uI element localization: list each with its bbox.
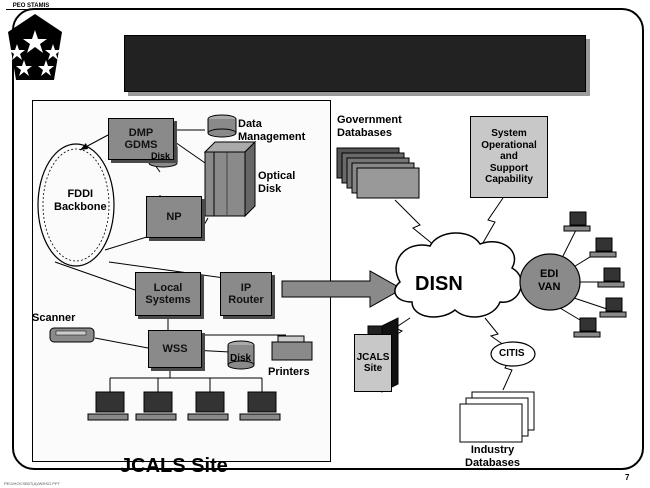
workstation-icon <box>187 391 229 421</box>
computer-icon <box>589 237 617 258</box>
industry-databases-label: Industry Databases <box>465 444 521 469</box>
government-databases-icon <box>336 147 420 199</box>
computer-icon <box>573 317 601 338</box>
citis-label: CITIS <box>499 348 525 359</box>
system-support-box: System Operational and Support Capabilit… <box>470 116 548 198</box>
fddi-backbone-label: FDDI Backbone <box>54 188 107 213</box>
scanner-icon <box>49 327 95 343</box>
peo-stars-logo-icon <box>8 14 62 80</box>
jcals-site-remote-label: JCALS Site <box>354 334 392 392</box>
slide-frame <box>12 8 644 470</box>
printers-label: Printers <box>268 366 310 378</box>
local-systems-box: Local Systems <box>135 272 201 316</box>
computer-icon <box>599 297 627 318</box>
edi-van-label: EDI VAN <box>538 268 561 293</box>
dmp-gdms-box: DMP GDMS <box>108 118 174 160</box>
workstation-icon <box>87 391 129 421</box>
computer-icon <box>597 267 625 288</box>
jcals-site-caption: JCALS Site <box>120 455 228 477</box>
workstation-icon <box>135 391 177 421</box>
disn-label: DISN <box>415 273 463 295</box>
ip-router-box: IP Router <box>220 272 272 316</box>
industry-databases-icon <box>459 391 535 443</box>
wss-box: WSS <box>148 330 202 368</box>
optical-disk-label: Optical Disk <box>258 170 296 195</box>
footer-file-label: PEO/HOCSB07(A)/WHSG.PPT <box>4 481 61 486</box>
computer-icon <box>563 211 591 232</box>
government-databases-label: Government Databases <box>337 114 402 139</box>
peo-stamis-label: PEO STAMIS <box>6 3 56 10</box>
disk-top-label: Disk <box>151 151 171 161</box>
slide-title-banner <box>124 35 586 92</box>
data-management-label: Data Management <box>238 118 306 143</box>
printer-icon <box>271 335 313 361</box>
scanner-label: Scanner <box>32 312 76 324</box>
workstation-icon <box>239 391 281 421</box>
page-number: 7 <box>625 473 630 482</box>
np-box: NP <box>146 196 202 238</box>
disk-bottom-label: Disk <box>230 353 252 364</box>
